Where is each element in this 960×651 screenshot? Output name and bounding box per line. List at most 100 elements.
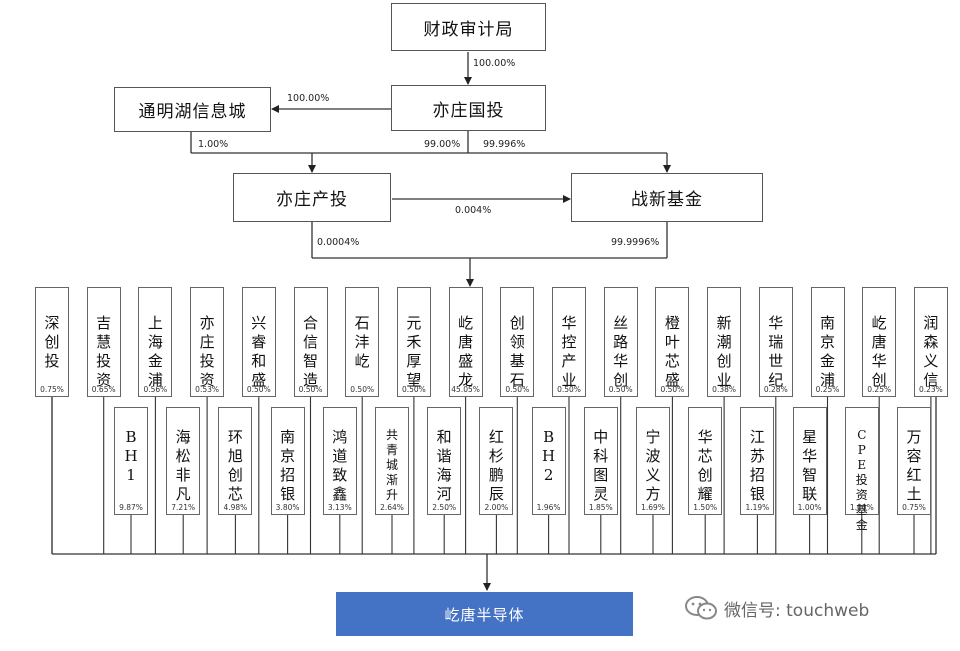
yizhuang-guotou-label: 亦庄国投 (432, 100, 505, 121)
edge-label-zhanxin-sub: 99.9996% (611, 237, 660, 248)
row1-shareholder-name: 创领基石 (509, 314, 525, 389)
row2-shareholder-percent: 2.64% (380, 503, 404, 512)
yizhuang-chantou-node: 亦庄产投 (233, 173, 391, 222)
row1-shareholder-percent: 0.56% (143, 385, 168, 394)
watermark: 微信号: touchweb (684, 593, 869, 623)
target-company-node: 屹唐半导体 (336, 592, 633, 636)
row1-shareholder-percent: 0.25% (867, 385, 892, 394)
row2-shareholder-percent: 2.50% (432, 503, 457, 512)
row2-shareholder-percent: 3.13% (327, 503, 352, 512)
row2-shareholder-name: 华芯创耀 (697, 428, 713, 503)
row1-shareholder-percent: 0.38% (712, 385, 736, 394)
row1-shareholder-percent: 0.28% (763, 385, 788, 394)
row1-shareholder-percent: 45.05% (451, 385, 480, 394)
zhanxin-fund-label: 战新基金 (631, 190, 703, 210)
row2-shareholder-percent: 1.00% (797, 503, 822, 512)
row1-shareholder-percent: 0.50% (557, 385, 581, 394)
edge-label-guotou-tongminghu: 100.00% (287, 93, 330, 104)
row2-shareholder-percent: 7.21% (171, 503, 196, 512)
row1-shareholder-percent: 0.50% (660, 385, 685, 394)
row2-shareholder-percent: 4.98% (223, 503, 248, 512)
row1-shareholder-name: 新潮创业 (716, 314, 732, 389)
row2-shareholder-percent: 3.80% (275, 503, 300, 512)
row1-shareholder-name: 元禾厚望 (406, 314, 422, 389)
yizhuang-guotou-node: 亦庄国投 (391, 85, 546, 131)
row1-shareholder-percent: 0.50% (505, 385, 530, 394)
edge-label-finance-guotou: 100.00% (473, 58, 516, 69)
row1-shareholder-name: 合信智造 (302, 314, 318, 389)
row1-shareholder-name: 橙叶芯盛 (664, 314, 680, 389)
zhanxin-fund-node: 战新基金 (571, 173, 763, 222)
row2-shareholder-name: 江苏招银 (749, 428, 765, 503)
edge-label-tongminghu-chantou: 1.00% (198, 139, 229, 150)
row1-shareholder-percent: 0.50% (298, 385, 323, 394)
row2-shareholder-name: 星华智联 (802, 428, 818, 503)
finance-bureau-node: 财政审计局 (391, 3, 546, 51)
row1-shareholder-name: 华瑞世纪 (768, 314, 784, 389)
row1-shareholder-percent: 0.25% (815, 385, 840, 394)
row1-shareholder-name: 华控产业 (561, 314, 577, 389)
row1-shareholder-name: 亦庄投资 (199, 314, 215, 389)
row1-shareholder-name: 兴睿和盛 (251, 314, 267, 389)
row1-shareholder-percent: 0.23% (918, 385, 943, 394)
row2-shareholder-name: 共青城渐升 (385, 428, 398, 502)
row2-shareholder-percent: 9.87% (119, 503, 143, 512)
row2-shareholder-name: 环旭创芯 (227, 428, 243, 503)
row1-shareholder-percent: 0.75% (40, 385, 64, 394)
watermark-text: 微信号: touchweb (724, 600, 870, 621)
edge-label-chantou-sub: 0.0004% (317, 237, 360, 248)
row2-shareholder-percent: 1.50% (693, 503, 718, 512)
row2-shareholder-percent: 1.00% (849, 503, 874, 512)
row1-shareholder-name: 屹唐华创 (871, 314, 887, 389)
row1-shareholder-percent: 0.65% (91, 385, 116, 394)
row1-shareholder-name: 屹唐盛龙 (458, 314, 474, 389)
row2-shareholder-name: 鸿道致鑫 (332, 428, 348, 503)
row1-shareholder-name: 深创投 (44, 314, 60, 370)
row2-shareholder-percent: 1.69% (641, 503, 665, 512)
yizhuang-chantou-label: 亦庄产投 (276, 190, 348, 210)
row1-shareholder-percent: 0.50% (401, 385, 426, 394)
row2-shareholder-percent: 1.19% (745, 503, 770, 512)
row1-shareholder-name: 石沣屹 (354, 314, 370, 370)
row1-shareholder-name: 润森义信 (923, 314, 939, 389)
row2-shareholder-name: 红杉鹏辰 (488, 428, 504, 503)
row1-shareholder-box: 石沣屹 0.50% (345, 287, 380, 397)
row2-shareholder-percent: 2.00% (484, 503, 509, 512)
row2-shareholder-percent: 1.85% (588, 503, 613, 512)
row1-shareholder-percent: 0.50% (350, 385, 375, 394)
row1-shareholder-box: 深创投 0.75% (35, 287, 69, 397)
tongminghu-label: 通明湖信息城 (138, 102, 247, 122)
edge-label-guotou-zhanxin: 99.996% (483, 139, 526, 150)
row1-shareholder-name: 南京金浦 (819, 314, 835, 389)
row1-shareholder-name: 丝路华创 (613, 314, 629, 389)
row1-shareholder-percent: 0.50% (246, 385, 271, 394)
row2-shareholder-name: 宁波义方 (645, 428, 661, 503)
